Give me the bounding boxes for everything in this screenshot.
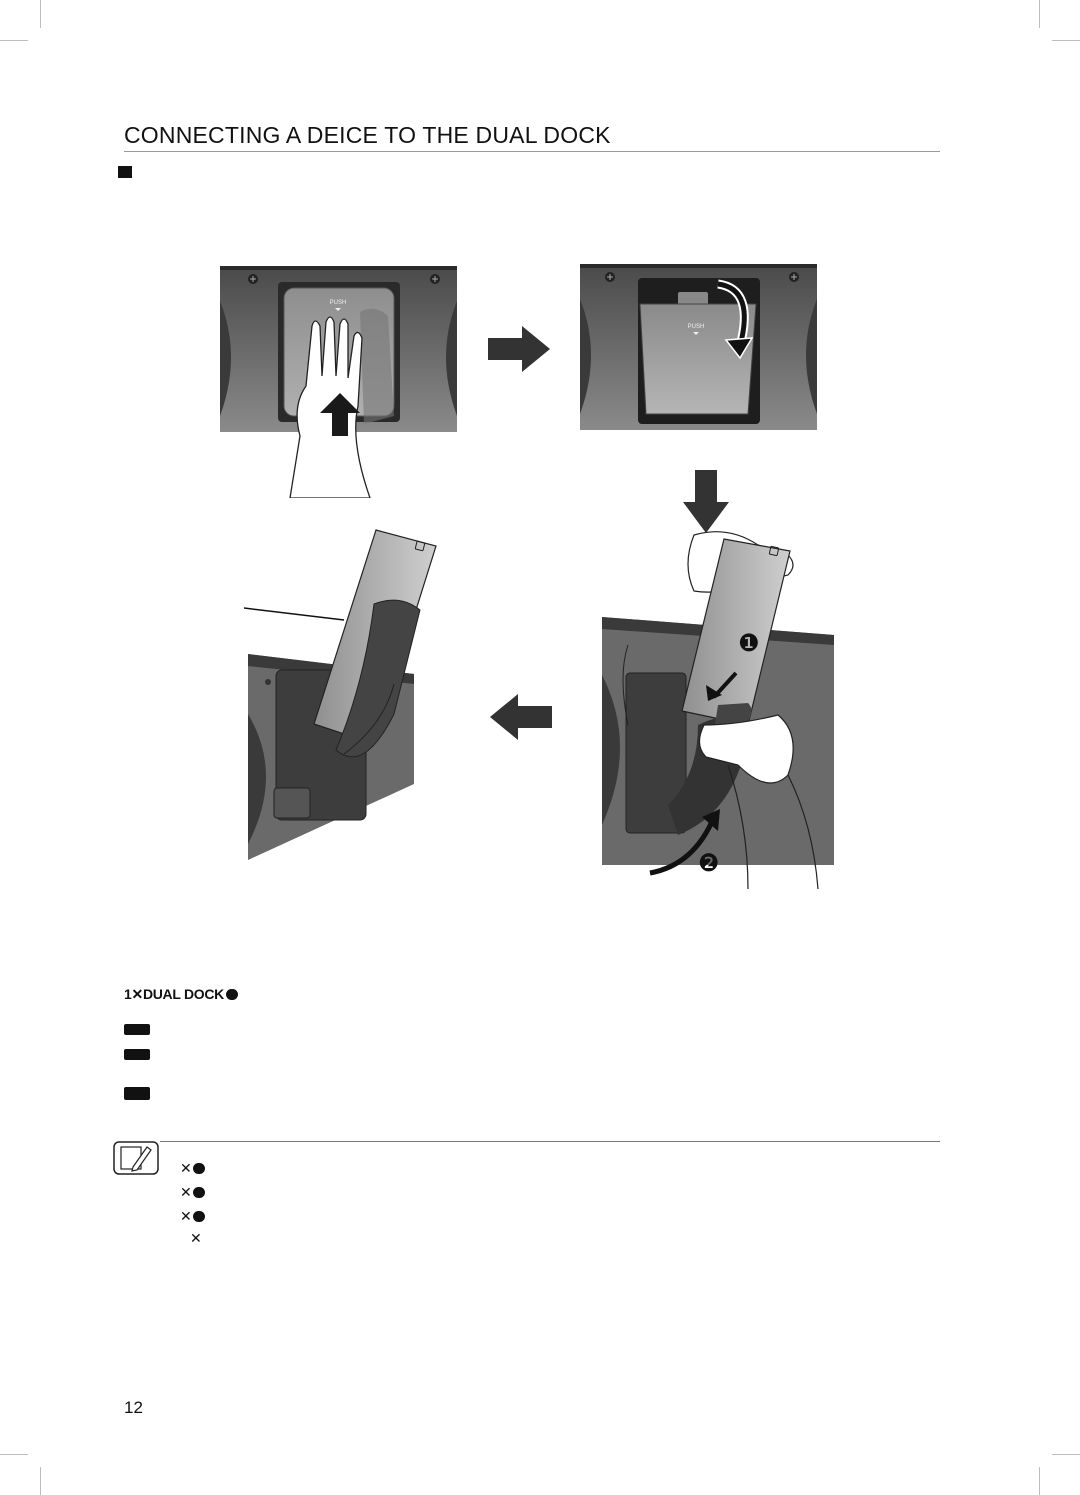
arrow-right-icon — [488, 326, 550, 372]
section-marker — [118, 166, 132, 178]
note-pencil-icon — [113, 1141, 159, 1175]
redacted-text — [192, 1187, 205, 1198]
callout-1: ❶ — [738, 629, 760, 657]
crop-mark — [40, 0, 41, 28]
push-label: PUSH — [330, 300, 347, 306]
redacted-bar — [124, 1024, 150, 1035]
crop-mark — [40, 1467, 41, 1495]
dock-installed-illustration — [244, 529, 437, 860]
crop-mark — [1052, 40, 1080, 41]
redacted-bar — [124, 1049, 150, 1060]
note-item: ✕ — [180, 1184, 205, 1201]
arrow-down-icon — [683, 470, 729, 533]
step-glyph: ✕ — [131, 986, 144, 1002]
note-item: ✕ — [190, 1230, 202, 1246]
redacted-text — [192, 1211, 205, 1222]
redacted-text — [225, 989, 238, 1000]
page-number: 12 — [124, 1398, 143, 1417]
dock-push-illustration: PUSH — [220, 266, 457, 498]
dock-insert-illustration: ❶ ❷ — [602, 531, 834, 889]
crop-mark — [0, 1454, 28, 1455]
note-item: ✕ — [180, 1160, 205, 1177]
page-title: CONNECTING A DEICE TO THE DUAL DOCK — [124, 122, 611, 148]
callout-2: ❷ — [698, 849, 720, 877]
arrow-left-icon — [490, 694, 552, 740]
crop-mark — [1052, 1454, 1080, 1455]
crop-mark — [1039, 0, 1040, 28]
redacted-text — [192, 1163, 205, 1174]
note-item: ✕ — [180, 1208, 205, 1225]
crop-mark — [0, 40, 28, 41]
crop-mark — [1039, 1467, 1040, 1495]
push-label: PUSH — [688, 324, 705, 330]
title-rule — [124, 151, 940, 152]
note-rule — [160, 1141, 940, 1142]
step-label: DUAL DOCK — [142, 986, 224, 1002]
dock-open-illustration: PUSH — [580, 264, 817, 430]
redacted-bar — [124, 1087, 150, 1100]
step-number: 1 — [124, 986, 132, 1002]
step-1: 1✕DUAL DOCK — [124, 986, 238, 1003]
